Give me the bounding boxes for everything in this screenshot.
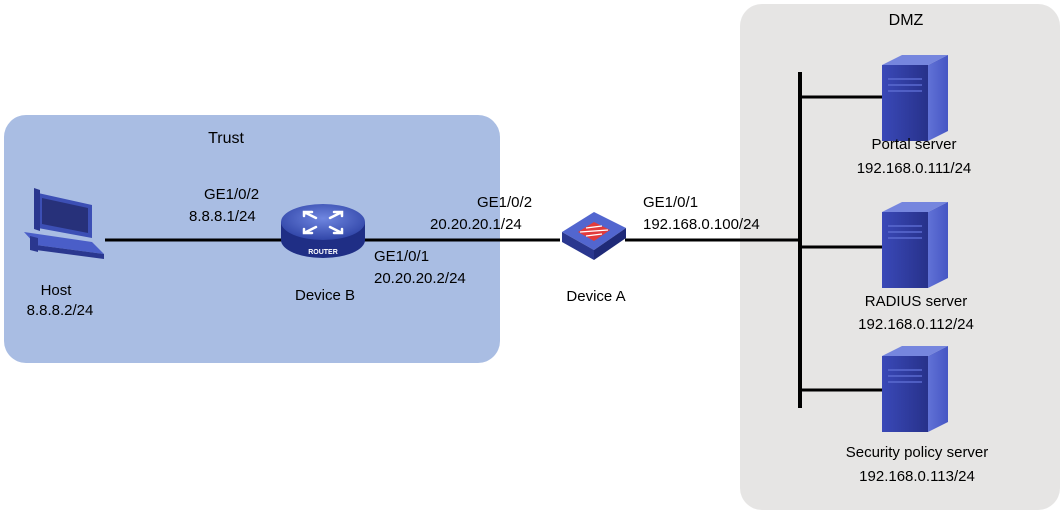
- device-a-ge1-ip: 192.168.0.100/24: [643, 216, 760, 233]
- server-icon: [882, 202, 948, 288]
- router-icon: ROUTER: [281, 204, 365, 258]
- device-b-ge2-name: GE1/0/2: [204, 186, 260, 203]
- security-server-ip: 192.168.0.113/24: [859, 468, 975, 485]
- radius-server-ip: 192.168.0.112/24: [858, 316, 974, 333]
- host-name: Host: [40, 282, 72, 299]
- device-a-ge1-name: GE1/0/1: [643, 194, 699, 211]
- host-ip: 8.8.8.2/24: [26, 302, 94, 319]
- device-a-ge2-name: GE1/0/2: [477, 194, 533, 211]
- device-a-name: Device A: [566, 288, 626, 305]
- router-icon-label: ROUTER: [308, 249, 338, 256]
- device-b-ge2-ip: 8.8.8.1/24: [189, 208, 256, 225]
- server-icon: [882, 346, 948, 432]
- device-b-ge1-name: GE1/0/1: [374, 248, 430, 265]
- trust-zone-label: Trust: [208, 130, 244, 147]
- radius-server-name: RADIUS server: [864, 293, 968, 310]
- firewall-icon: [562, 212, 626, 260]
- portal-server-name: Portal server: [871, 136, 957, 153]
- pc-icon: [24, 188, 104, 259]
- server-icon: [882, 55, 948, 141]
- security-server-name: Security policy server: [845, 444, 989, 461]
- dmz-zone-label: DMZ: [888, 12, 924, 29]
- portal-server-ip: 192.168.0.111/24: [856, 160, 972, 177]
- device-b-name: Device B: [294, 287, 356, 304]
- device-a-ge2-ip: 20.20.20.1/24: [430, 216, 522, 233]
- device-b-ge1-ip: 20.20.20.2/24: [374, 270, 466, 287]
